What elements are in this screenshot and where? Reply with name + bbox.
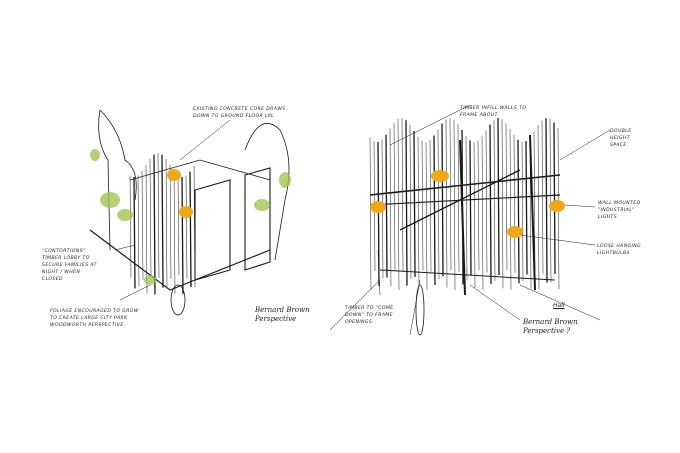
- hatch-stroke: [521, 141, 524, 282]
- hatch-stroke: [465, 135, 468, 280]
- signature-left: Bernard Brown Perspective: [255, 306, 310, 323]
- hatch-stroke: [185, 175, 188, 279]
- hatch-stroke: [425, 141, 428, 290]
- hatch-stroke: [377, 141, 380, 287]
- hatch-stroke: [169, 164, 172, 280]
- hatch-stroke: [505, 123, 508, 271]
- annotation-timber-infill: Timber infill walls to frame about: [460, 106, 527, 118]
- hatch-stroke: [433, 135, 436, 286]
- sketch-title-hall: Hall: [553, 302, 565, 309]
- hatch-stroke: [481, 136, 484, 290]
- hatch-stroke: [509, 129, 512, 290]
- hatch-stroke: [545, 118, 548, 283]
- hatch-stroke: [525, 140, 528, 275]
- hatch-stroke: [389, 128, 392, 287]
- hatch-stroke: [501, 119, 504, 289]
- hatch-stroke: [369, 137, 372, 291]
- hatch-stroke: [397, 119, 400, 290]
- hatch-stroke: [129, 175, 132, 278]
- hatch-stroke: [181, 176, 184, 295]
- hatch-stroke: [493, 119, 496, 281]
- hatch-stroke: [161, 154, 164, 288]
- hatch-stroke: [133, 176, 136, 289]
- hatch-stroke: [189, 171, 192, 288]
- annotation-hanging-bulbs: Loose hanging lightbulbs: [597, 244, 642, 256]
- hatch-stroke: [145, 164, 148, 294]
- hatch-stroke: [485, 130, 488, 273]
- hatch-stroke: [441, 123, 444, 277]
- hatch-stroke: [437, 129, 440, 280]
- left-light-marks: [167, 169, 193, 218]
- hatch-stroke: [173, 170, 176, 294]
- hatch-stroke: [177, 175, 180, 276]
- hatch-stroke: [413, 130, 416, 277]
- hatch-stroke: [385, 134, 388, 278]
- hatch-stroke: [417, 136, 420, 288]
- hatch-stroke: [421, 140, 424, 271]
- left-perspective-sketch: [89, 109, 290, 316]
- hatch-stroke: [149, 158, 152, 276]
- signature-right: Bernard Brown Perspective ?: [523, 318, 578, 335]
- right-perspective-sketch: [329, 104, 611, 336]
- right-light-marks: [370, 170, 565, 238]
- hatch-stroke: [141, 170, 144, 280]
- hatch-stroke: [469, 140, 472, 276]
- hatch-stroke: [473, 141, 476, 288]
- annotation-timber-lobby: "Contortions" timber lobby to secure fam…: [42, 249, 97, 282]
- hatch-stroke: [553, 122, 556, 274]
- hatch-stroke: [541, 120, 544, 274]
- annotation-concrete-core: Existing concrete core draws down to gro…: [193, 107, 286, 119]
- hatch-stroke: [549, 118, 552, 282]
- hatch-stroke: [165, 158, 168, 287]
- hatch-stroke: [533, 131, 536, 271]
- hatch-stroke: [537, 125, 540, 290]
- hatch-stroke: [453, 119, 456, 290]
- hatch-stroke: [409, 124, 412, 279]
- hatch-stroke: [157, 152, 160, 279]
- hatch-stroke: [445, 119, 448, 288]
- annotation-timber-openings: Timber to "come down" to frame openings.: [345, 306, 394, 325]
- hatch-stroke: [517, 139, 520, 284]
- hatch-stroke: [489, 124, 492, 284]
- hatch-stroke: [497, 118, 500, 276]
- foliage-marks: [90, 149, 291, 285]
- annotation-foliage: Foliage encouraged to grow to create lar…: [50, 309, 139, 328]
- hatch-stroke: [153, 154, 156, 295]
- hatch-stroke: [457, 124, 460, 273]
- hatch-stroke: [393, 122, 396, 271]
- hatch-stroke: [449, 118, 452, 271]
- hatch-stroke: [137, 175, 140, 287]
- annotation-double-height: Double height space.: [610, 129, 632, 148]
- annotation-wall-lights: Wall mounted "industrial" lights: [598, 201, 641, 220]
- hatch-stroke: [513, 135, 516, 273]
- hatch-stroke: [401, 118, 404, 272]
- hatch-stroke: [429, 140, 432, 272]
- hatch-stroke: [477, 140, 480, 271]
